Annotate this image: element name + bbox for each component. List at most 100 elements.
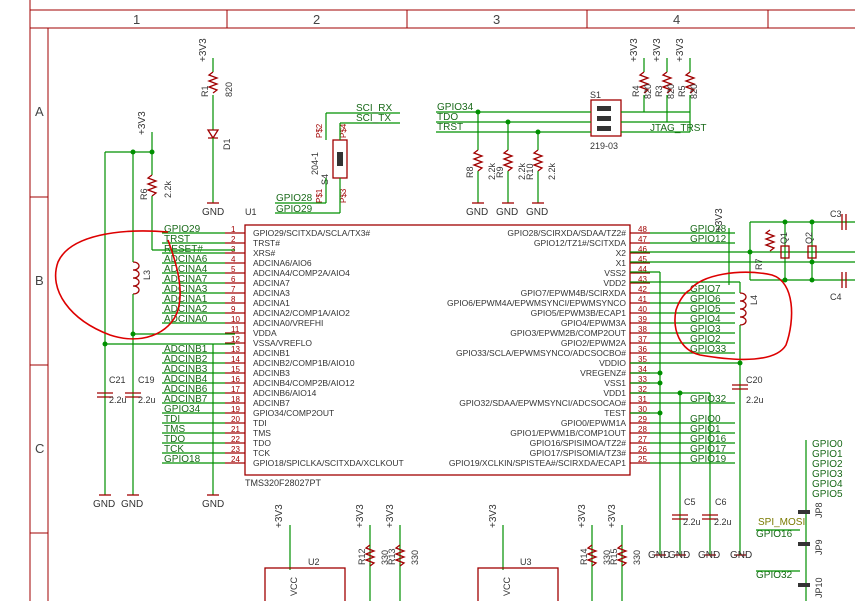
r7-ref: R7 [754, 258, 764, 270]
u1-pin-44-name: VSS2 [604, 268, 626, 278]
bottom-section: +3V3 U2 VCC +3V3 U3 VCC +3V3 +3V3 +3V3 +… [264, 504, 642, 601]
u1-pin-22-number: 22 [231, 435, 240, 444]
r1-supply-label: +3V3 [198, 38, 209, 62]
net-label-adcina1: ADCINA1 [164, 294, 208, 305]
u1-pin-14-number: 14 [231, 355, 240, 364]
net-label-gpio1: GPIO1 [690, 424, 721, 435]
r9-gnd: GND [496, 207, 518, 218]
s4-sci-switch[interactable]: S4 204-1 P$2 P$4 P$1 P$3 SCI_RX SCI_TX G… [275, 103, 400, 215]
r9-value: 2.2k [517, 162, 527, 180]
d1-led [206, 129, 220, 140]
u1-pin-10-name: ADCINA0/VREFHI [253, 318, 323, 328]
u1-pin-24-name: GPIO18/SPICLKA/SCITXDA/XCLKOUT [253, 458, 404, 468]
r15-supply-label: +3V3 [607, 504, 618, 528]
row-b-label: B [35, 273, 44, 288]
u1-pin-27-number: 27 [638, 435, 647, 444]
u1-pin-6-number: 6 [231, 275, 236, 284]
l3-inductor [132, 261, 140, 295]
jp8-gpio16-label: GPIO16 [756, 529, 793, 540]
net-label-trst: TRST [164, 234, 190, 245]
u1-pin-23-number: 23 [231, 445, 240, 454]
u1-pin-39-name: GPIO4/EPWM3A [561, 318, 627, 328]
u1-pin-16-name: ADCINB4/COMP2B/AIO12 [253, 378, 355, 388]
net-label-adcina2: ADCINA2 [164, 304, 208, 315]
crystal-network: +3V3 Q1 Q2 R7 C3 C4 [630, 208, 855, 302]
s1-jtag-switch[interactable]: S1 219-03 GPIO34 TDO TRST JTAG_TRST [436, 90, 706, 151]
net-label-adcina6: ADCINA6 [164, 254, 208, 265]
u1-pin-20-number: 20 [231, 415, 240, 424]
u1-pin-5-name: ADCINA4/COMP2A/AIO4 [253, 268, 350, 278]
u1-pin-39-number: 39 [638, 315, 647, 324]
pulldown-resistors: R8 2.2k R9 2.2k R10 2.2k GND GND GND [465, 112, 557, 218]
net-label-gpio3: GPIO3 [690, 324, 721, 335]
r6-value: 2.2k [163, 180, 173, 198]
q2-ref: Q2 [804, 232, 814, 244]
u1-pin-38-name: GPIO3/EPWM2B/COMP2OUT [510, 328, 626, 338]
r13-value: 330 [410, 550, 420, 565]
l4-inductor [739, 292, 747, 326]
r1-led-network: +3V3 R1 820 D1 GND [198, 38, 234, 218]
u1-pin-2-name: TRST# [253, 238, 280, 248]
l3-ref: L3 [142, 270, 152, 280]
u1-pin-34-name: VREGENZ# [580, 368, 626, 378]
gnd-a: GND [648, 550, 670, 561]
u1-pin-12-number: 12 [231, 335, 240, 344]
jp8-jumper[interactable] [798, 510, 810, 514]
r14-value: 330 [602, 550, 612, 565]
u1-pin-19-name: GPIO34/COMP2OUT [253, 408, 334, 418]
u1-pin-21-name: TMS [253, 428, 271, 438]
r10-ref: R10 [525, 163, 535, 180]
jp10-jumper[interactable] [798, 583, 810, 587]
net-label-adcina0: ADCINA0 [164, 314, 208, 325]
c21-ref: C21 [109, 375, 126, 385]
u2-supply-label: +3V3 [274, 504, 285, 528]
u1-pin-13-name: ADCINB1 [253, 348, 290, 358]
u1-pin-47-name: GPIO12/TZ1#/SCITXDA [534, 238, 626, 248]
q1-ref: Q1 [779, 232, 789, 244]
u1-pin-42-number: 42 [638, 285, 647, 294]
u1-pin-48-number: 48 [638, 225, 647, 234]
gpio28-label-left: GPIO28 [276, 193, 313, 204]
u1-pin-20-name: TDI [253, 418, 267, 428]
u2-chip[interactable] [264, 567, 346, 601]
right-gpio4: GPIO4 [812, 479, 843, 490]
annotation-circle-right [674, 271, 793, 361]
row-a-label: A [35, 104, 44, 119]
annotation-circle-left [54, 230, 181, 340]
u1-pin-26-name: GPIO17/SPISOMIA/TZ3# [530, 448, 627, 458]
u1-ref: U1 [245, 207, 257, 217]
column-1-label: 1 [133, 12, 140, 27]
r8-value: 2.2k [487, 162, 497, 180]
u2-ref: U2 [308, 557, 320, 567]
net-label-adcinb1: ADCINB1 [164, 344, 208, 355]
u1-pin-30-name: TEST [604, 408, 626, 418]
d1-ref: D1 [222, 138, 232, 150]
s4-slider [337, 152, 343, 166]
u1-pin-19-number: 19 [231, 405, 240, 414]
l3-c19-c21-network: L3 C21 2.2u C19 2.2u GND GND GND [93, 250, 235, 510]
u1-pin-46-name: X2 [616, 248, 627, 258]
jp9-jumper[interactable] [798, 542, 810, 546]
r5-value: 820 [689, 84, 699, 99]
l4-power-network: L4 C20 2.2u C5 2.2u C6 2.2u GND GND GND … [630, 271, 764, 561]
u1-pin-8-number: 8 [231, 295, 236, 304]
r10-gnd: GND [526, 207, 548, 218]
l4-ref: L4 [749, 295, 759, 305]
s4-pin3: P$3 [339, 188, 348, 203]
crystal-supply-label: +3V3 [714, 208, 725, 232]
column-2-label: 2 [313, 12, 320, 27]
sci-rx-label: SCI_RX [356, 103, 392, 114]
u3-chip[interactable] [477, 567, 559, 601]
u1-pin-43-name: VDD2 [603, 278, 626, 288]
u1-pin-23-name: TCK [253, 448, 270, 458]
r1-ref: R1 [200, 85, 210, 97]
r4-supply-label: +3V3 [629, 38, 640, 62]
net-label-adcina7: ADCINA7 [164, 274, 208, 285]
u1-pin-47-number: 47 [638, 235, 647, 244]
pullup-resistors: +3V3 +3V3 +3V3 R4 R3 R5 820 820 820 [629, 38, 699, 132]
net-label-gpio6: GPIO6 [690, 294, 721, 305]
u1-pin-36-name: GPIO33/SCLA/EPWMSYNCO/ADCSOCBO# [456, 348, 626, 358]
r1-resistor [207, 71, 219, 94]
